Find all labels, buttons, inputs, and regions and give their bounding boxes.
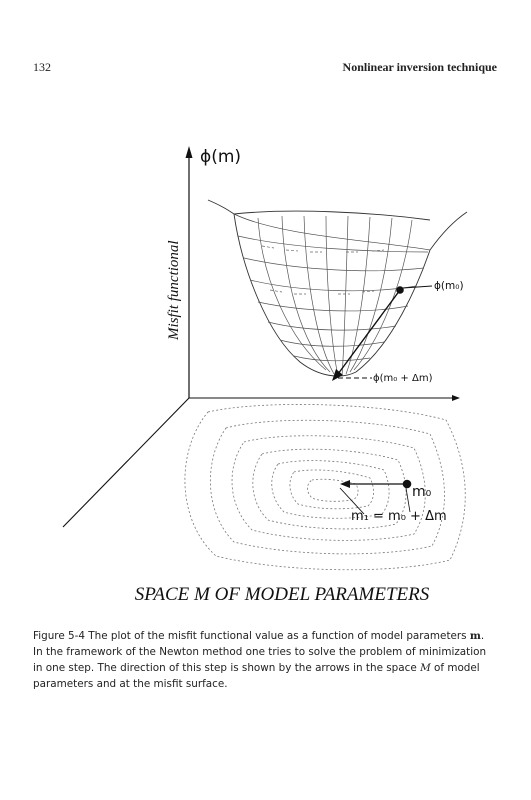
caption-line-2: In the framework of the Newton method on… xyxy=(33,646,487,658)
space-title: SPACE M OF MODEL PARAMETERS xyxy=(135,584,430,605)
page-number: 132 xyxy=(33,60,51,74)
m0-label: m₀ xyxy=(412,484,432,500)
horizontal-axis xyxy=(189,395,460,401)
phi-step-label: ϕ(m₀ + Δm) xyxy=(373,373,433,384)
contour-plane xyxy=(184,404,466,571)
misfit-axis-label: Misfit functional xyxy=(166,240,182,341)
newton-step-in-space xyxy=(339,479,412,515)
newton-step-on-surface xyxy=(332,285,433,381)
depth-axis xyxy=(62,397,190,528)
m1-label: m₁ = m₀ + Δm xyxy=(351,509,447,524)
phi-axis-label: ϕ(m) xyxy=(200,147,241,167)
figure-caption: Figure 5-4 The plot of the misfit functi… xyxy=(33,628,498,692)
caption-line-4: parameters and at the misfit surface. xyxy=(33,678,228,690)
running-title: Nonlinear inversion technique xyxy=(342,60,497,74)
phi-axis xyxy=(185,146,193,398)
caption-line-3: in one step. The direction of this step … xyxy=(33,662,480,674)
caption-line-1: Figure 5-4 The plot of the misfit functi… xyxy=(33,630,485,642)
phi-m0-label: ϕ(m₀) xyxy=(434,280,464,292)
misfit-surface xyxy=(207,199,468,377)
